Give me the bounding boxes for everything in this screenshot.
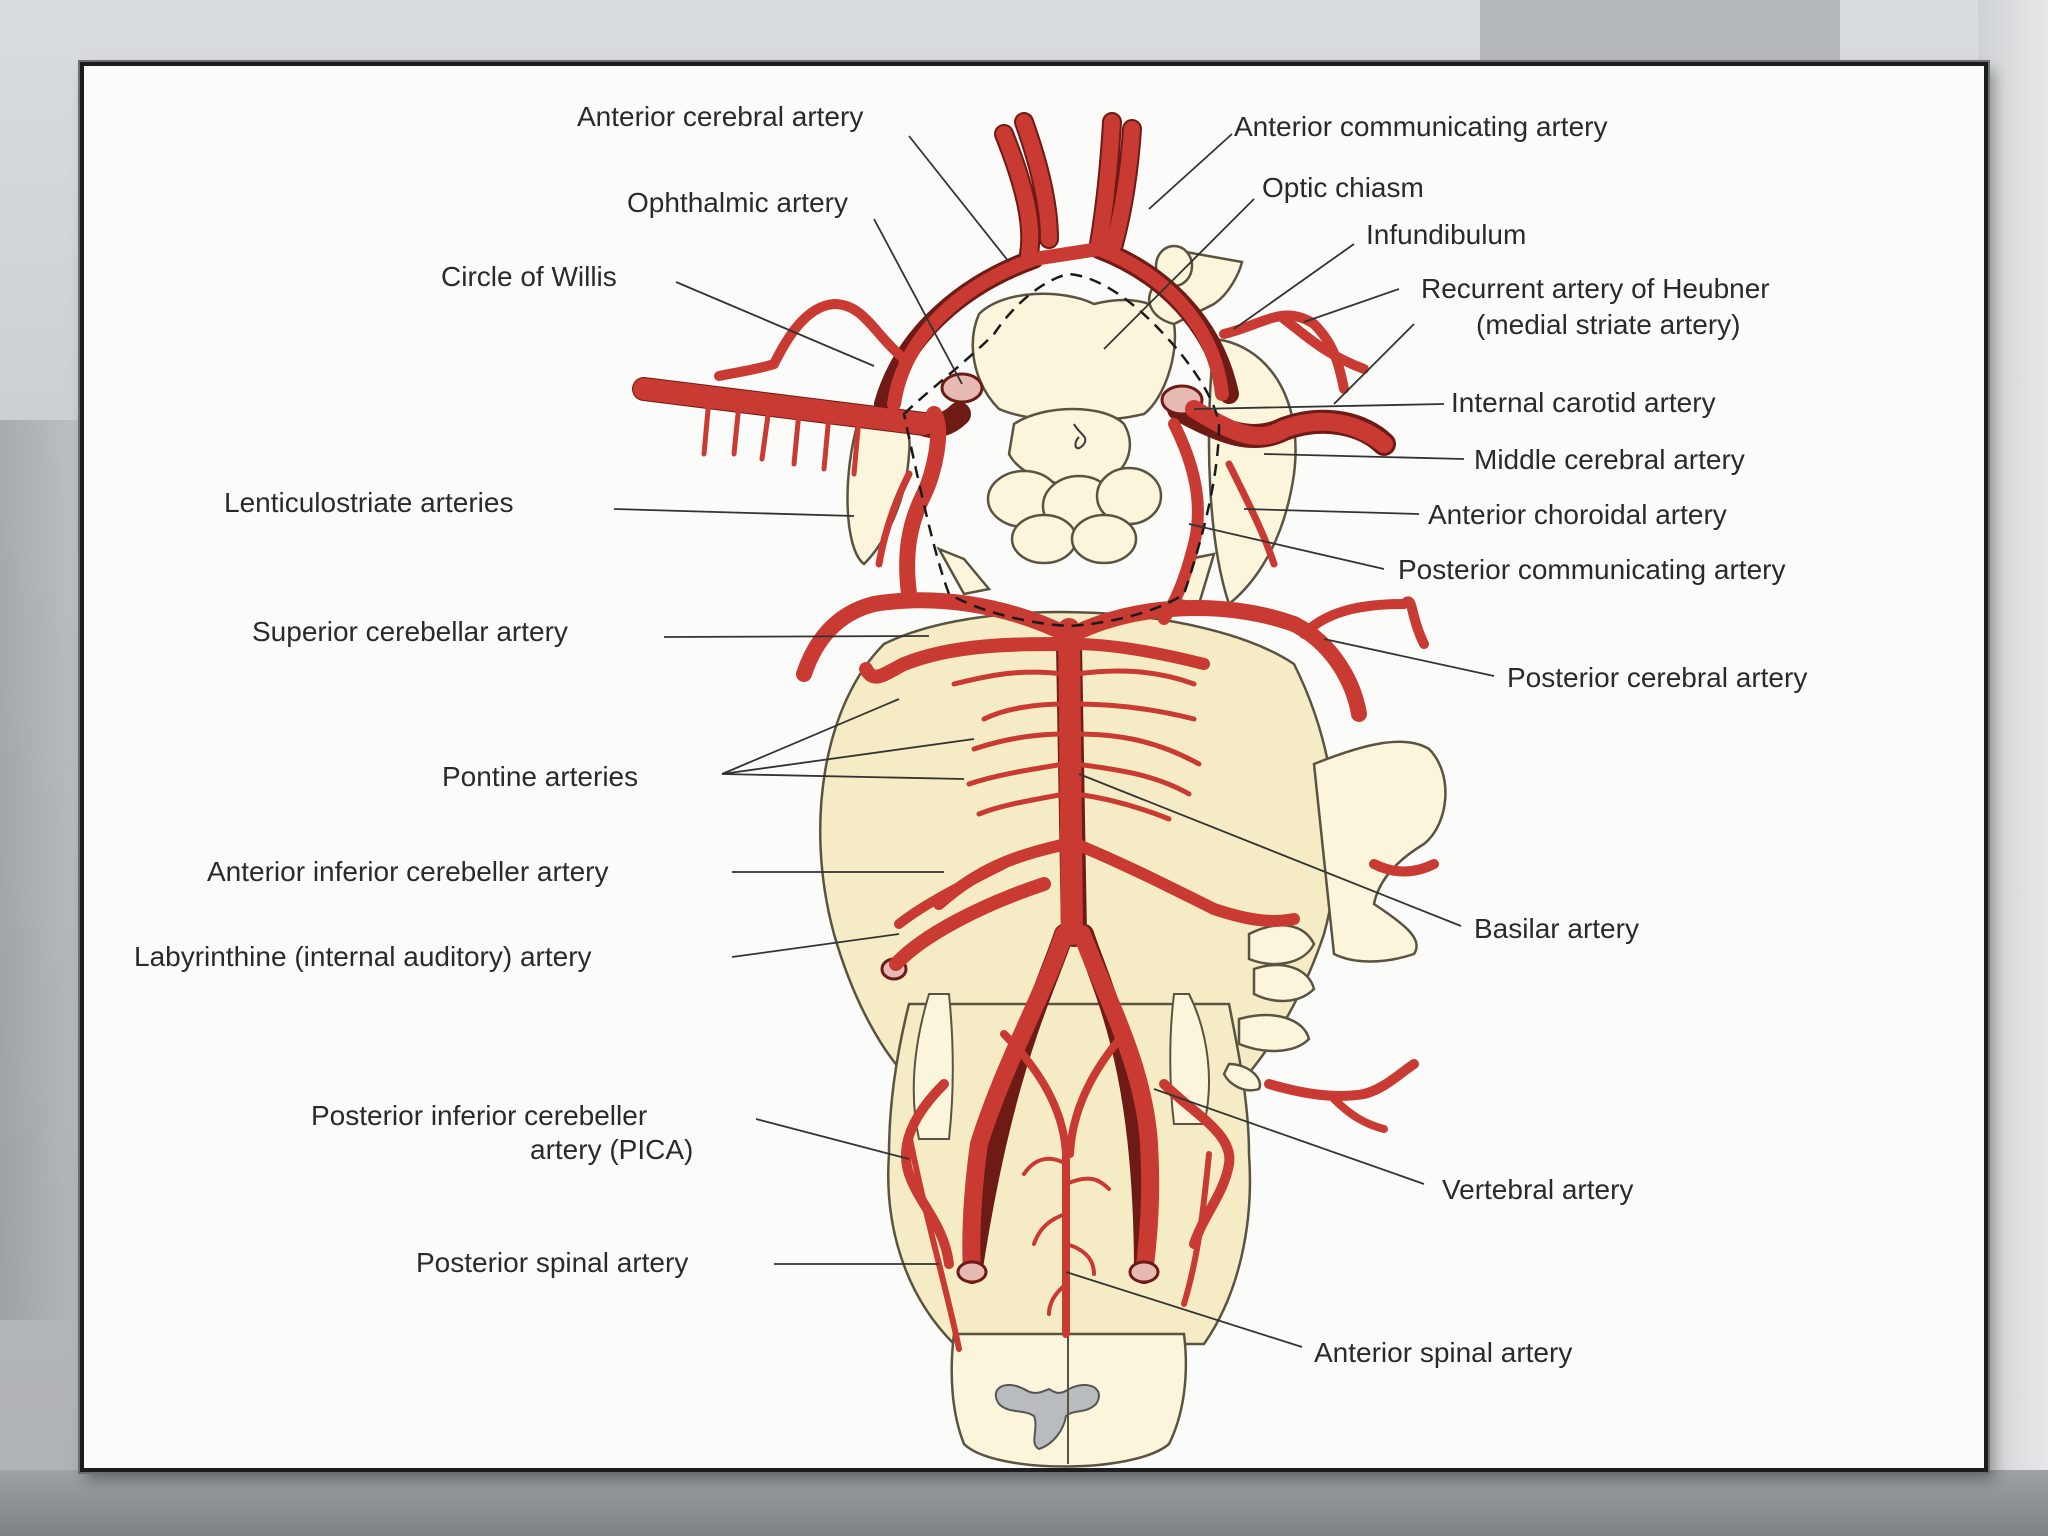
infundibulum-stalk [1073,423,1087,450]
vertebral-left-lumen [956,1260,988,1284]
label-recurrent-artery-of-heubner: Recurrent artery of Heubner [1421,273,1770,304]
background-left [0,420,90,1320]
label-pica-line1: Posterior inferior cerebeller [311,1100,647,1131]
label-anterior-spinal-artery: Anterior spinal artery [1314,1337,1572,1368]
label-pontine-arteries: Pontine arteries [442,761,638,792]
label-ophthalmic-artery: Ophthalmic artery [627,187,848,218]
anterior-spinal-branches [1022,1156,1111,1316]
pica-right-distal-branch-2 [1330,1095,1388,1133]
gray-matter [994,1384,1100,1451]
posterior-cerebral-right-branch [1299,599,1409,639]
recurrent-heubner-right [1219,310,1349,394]
middle-cerebral-artery-left [633,378,935,435]
mamillary-body-lower-right [1070,513,1138,565]
label-optic-chiasm: Optic chiasm [1262,172,1424,203]
vertebral-artery-left [962,925,1073,1283]
pontine-arteries-left [951,669,1067,817]
labels: Anterior cerebral artery Anterior commun… [134,101,1807,1368]
label-labyrinthine-artery: Labyrinthine (internal auditory) artery [134,941,592,972]
brain-arteries-diagram: Anterior cerebral artery Anterior commun… [134,101,1807,1468]
vertebral-artery-right [1073,925,1160,1283]
right-olive [1169,993,1210,1125]
mamillary-body-lower-left [1010,513,1078,565]
label-anterior-inferior-cerebeller-artery: Anterior inferior cerebeller artery [207,856,609,887]
pontine-arteries-right [1073,668,1202,822]
label-anterior-cerebral-artery: Anterior cerebral artery [577,101,863,132]
superior-cerebellar-artery-left [859,637,1073,684]
pica-left [900,1079,954,1269]
background-right [1978,0,2048,1536]
label-vertebral-artery: Vertebral artery [1442,1174,1633,1205]
label-middle-cerebral-artery: Middle cerebral artery [1474,444,1745,475]
recurrent-heubner-right-branch [1279,314,1369,374]
posterior-communicating-artery-left [899,406,947,602]
anterior-communicating-artery [1027,242,1106,266]
anterior-cerebral-artery-left-2 [1016,114,1057,247]
recurrent-heubner-left-branch [714,359,779,381]
label-lenticulostriate-arteries: Lenticulostriate arteries [224,487,513,518]
posterior-cerebral-artery-left [796,592,1074,682]
circle-of-willis-outline [902,272,1221,628]
anterior-spinal-artery-right-root [1066,1030,1128,1158]
vertebral-right-lumen [1128,1260,1160,1284]
leader-lines [613,133,1495,1348]
posterior-cerebral-right-branch-2 [1399,596,1429,649]
label-medial-striate-artery: (medial striate artery) [1476,309,1741,340]
optic-chiasm-tissue [971,292,1177,423]
anterior-choroidal-artery-right [1225,460,1278,568]
nerve-root-3 [1237,1013,1311,1053]
internal-carotid-left-lumen [940,372,984,404]
labyrinthine-artery-left [894,859,1009,929]
label-superior-cerebellar-artery: Superior cerebellar artery [252,616,568,647]
aica-right [1070,838,1300,927]
oculomotor-nerve-left [936,546,992,596]
trigeminal-nerve-tissue [1312,740,1447,963]
superior-cerebellar-artery-right [1068,638,1210,670]
label-infundibulum: Infundibulum [1366,219,1526,250]
anterior-cerebral-artery-left-1 [996,126,1039,262]
label-posterior-spinal-artery: Posterior spinal artery [416,1247,688,1278]
anterior-choroidal-artery-left [875,470,913,568]
label-pica-line2: artery (PICA) [530,1134,693,1165]
label-posterior-communicating-artery: Posterior communicating artery [1398,554,1785,585]
posterior-cerebral-artery-right [1066,599,1367,722]
pica-right [1159,1079,1235,1249]
label-basilar-artery: Basilar artery [1474,913,1639,944]
label-circle-of-willis: Circle of Willis [441,261,617,292]
middle-cerebral-artery-right [1185,400,1393,453]
a1-segment-right [1092,242,1229,401]
right-temporal-tissue [1207,337,1297,607]
diagram-panel: Anterior cerebral artery Anterior commun… [80,62,1988,1472]
pica-right-distal-branch [1264,1059,1419,1101]
background-bottom [0,1470,2048,1536]
label-anterior-communicating-artery: Anterior communicating artery [1234,111,1607,142]
anterior-cerebral-artery-right-1 [1091,114,1120,252]
label-anterior-choroidal-artery: Anterior choroidal artery [1428,499,1727,530]
right-nerve-artery [1369,859,1439,877]
label-posterior-cerebral-artery: Posterior cerebral artery [1507,662,1807,693]
background-top-right [1480,0,1840,70]
label-internal-carotid-artery: Internal carotid artery [1451,387,1716,418]
nerve-root-4 [1222,1062,1262,1092]
nerve-root-2 [1252,963,1316,1003]
lenticulostriate-branches [701,396,862,477]
anterior-spinal-artery-left-root [1000,1030,1070,1338]
a1-segment-left [887,252,1041,411]
posterior-spinal-artery-right [1181,1151,1212,1307]
recurrent-heubner-left [769,299,909,369]
anterior-cerebral-artery-right-2 [1106,121,1140,252]
basilar-artery [1058,618,1083,945]
aica-lower-left [889,877,1051,971]
